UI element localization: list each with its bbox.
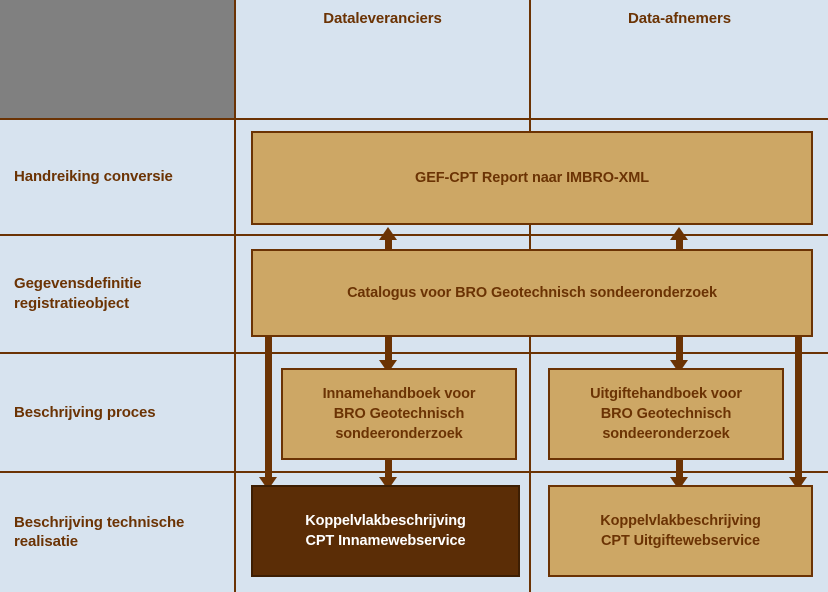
connector-catalogus-to-koppelvlak-inname [259, 337, 277, 490]
arrow-head-up-icon [379, 227, 397, 240]
row-label-cell-realisatie: Beschrijving technische realisatie [0, 473, 236, 592]
connector-uitgiftehandboek-to-koppelvlak-uitgifte [670, 460, 688, 490]
box-catalogus[interactable]: Catalogus voor BRO Geotechnisch sondeero… [251, 249, 813, 337]
connector-innamehandboek-to-koppelvlak-inname [379, 460, 397, 490]
column-header-label: Dataleveranciers [323, 10, 442, 27]
box-label-line-2: CPT Uitgiftewebservice [601, 533, 760, 549]
arrow-shaft [385, 337, 392, 360]
row-label-cell-handreiking: Handreiking conversie [0, 120, 236, 236]
box-label: Koppelvlakbeschrijving CPT Uitgiftewebse… [594, 511, 767, 551]
arrow-shaft [385, 460, 392, 477]
box-koppelvlak-uitgiftewebservice[interactable]: Koppelvlakbeschrijving CPT Uitgiftewebse… [548, 485, 813, 577]
box-innamehandboek[interactable]: Innamehandboek voor BRO Geotechnisch son… [281, 368, 517, 460]
row-label-cell-proces: Beschrijving proces [0, 354, 236, 473]
box-label-line-1: Koppelvlakbeschrijving [305, 513, 466, 529]
connector-catalogus-to-innamehandboek [379, 337, 397, 373]
box-label-line-3: sondeeronderzoek [335, 426, 463, 442]
box-label-line-2: CPT Innamewebservice [305, 533, 466, 549]
box-label-line-1: Koppelvlakbeschrijving [600, 513, 761, 529]
box-gef-cpt-report[interactable]: GEF-CPT Report naar IMBRO-XML [251, 131, 813, 225]
box-label-line-2: BRO Geotechnisch [600, 406, 732, 422]
box-label: Innamehandboek voor BRO Geotechnisch son… [317, 384, 482, 444]
connector-catalogus-to-uitgiftehandboek [670, 337, 688, 373]
box-label: Uitgiftehandboek voor BRO Geotechnisch s… [584, 384, 748, 444]
row-label-handreiking: Handreiking conversie [14, 168, 173, 186]
box-label-line-3: sondeeronderzoek [602, 426, 730, 442]
box-uitgiftehandboek[interactable]: Uitgiftehandboek voor BRO Geotechnisch s… [548, 368, 784, 460]
arrow-shaft [265, 337, 272, 477]
column-header-data-afnemers: Data-afnemers [531, 0, 828, 120]
arrow-shaft [676, 337, 683, 360]
row-label-cell-gegevensdefinitie: Gegevensdefinitie registratieobject [0, 236, 236, 354]
connector-catalogus-to-koppelvlak-uitgifte [789, 337, 807, 490]
column-header-label: Data-afnemers [628, 10, 731, 27]
box-koppelvlak-innamewebservice[interactable]: Koppelvlakbeschrijving CPT Innamewebserv… [251, 485, 520, 577]
box-label: Catalogus voor BRO Geotechnisch sondeero… [347, 285, 717, 301]
arrow-head-up-icon [670, 227, 688, 240]
arrow-shaft [676, 460, 683, 477]
box-label-line-1: Uitgiftehandboek voor [590, 386, 742, 402]
box-label-line-1: Innamehandboek voor [322, 386, 476, 402]
grid-corner-cell [0, 0, 236, 120]
column-header-dataleveranciers: Dataleveranciers [236, 0, 531, 120]
row-label-realisatie: Beschrijving technische realisatie [14, 513, 185, 551]
box-label: GEF-CPT Report naar IMBRO-XML [415, 170, 649, 186]
arrow-shaft [795, 337, 802, 477]
box-label: Koppelvlakbeschrijving CPT Innamewebserv… [299, 511, 472, 551]
row-label-gegevensdefinitie: Gegevensdefinitie registratieobject [14, 275, 142, 312]
box-label-line-2: BRO Geotechnisch [333, 406, 465, 422]
row-label-proces: Beschrijving proces [14, 403, 156, 421]
